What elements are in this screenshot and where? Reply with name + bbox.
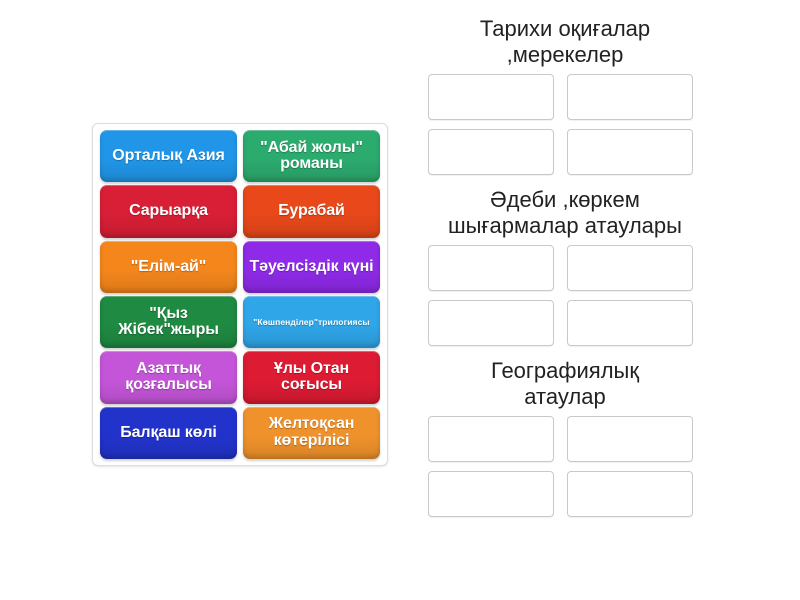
- draggable-tile[interactable]: Тәуелсіздік күні: [243, 240, 380, 293]
- draggable-tile[interactable]: Бурабай: [243, 185, 380, 238]
- dropzone-slot[interactable]: [567, 471, 693, 518]
- dropzone-grid: [428, 416, 715, 518]
- dropzone-slot[interactable]: [428, 300, 554, 347]
- dropzone-grid: [428, 245, 715, 347]
- draggable-tile[interactable]: Ұлы Отан соғысы: [243, 351, 380, 404]
- draggable-tile[interactable]: "Қыз Жібек"жыры: [100, 295, 237, 349]
- dropzone-slot[interactable]: [428, 471, 554, 518]
- draggable-tile[interactable]: Балқаш көлі: [100, 406, 237, 459]
- dropzone-slot[interactable]: [567, 300, 693, 347]
- draggable-tile[interactable]: Орталық Азия: [100, 130, 237, 183]
- dropzone-slot[interactable]: [567, 416, 693, 463]
- dropzone-slot[interactable]: [428, 74, 554, 121]
- draggable-tile[interactable]: "Абай жолы" романы: [243, 130, 380, 183]
- draggable-tile[interactable]: Сарыарқа: [100, 185, 237, 238]
- category-title: Тарихи оқиғалар ,мерекелер: [479, 16, 651, 67]
- dropzone-slot[interactable]: [428, 416, 554, 463]
- category-group: Географиялық атаулар: [415, 358, 715, 518]
- category-group: Тарихи оқиғалар ,мерекелер: [415, 16, 715, 176]
- category-title: Әдеби ,көркем шығармалар атаулары: [448, 187, 682, 238]
- dropzone-slot[interactable]: [567, 129, 693, 176]
- category-group: Әдеби ,көркем шығармалар атаулары: [415, 187, 715, 347]
- dropzone-slot[interactable]: [567, 74, 693, 121]
- draggable-tile[interactable]: "Елім-ай": [100, 240, 237, 293]
- draggable-tile[interactable]: Азаттық қозғалысы: [100, 351, 237, 404]
- dropzone-grid: [428, 74, 715, 176]
- dropzone-slot[interactable]: [428, 129, 554, 176]
- dropzone-slot[interactable]: [428, 245, 554, 292]
- draggable-tile[interactable]: Желтоқсан көтерілісі: [243, 406, 380, 459]
- category-title: Географиялық атаулар: [491, 358, 639, 409]
- dropzone-slot[interactable]: [567, 245, 693, 292]
- draggable-tile[interactable]: "Көшпенділер"трилогиясы: [243, 295, 380, 349]
